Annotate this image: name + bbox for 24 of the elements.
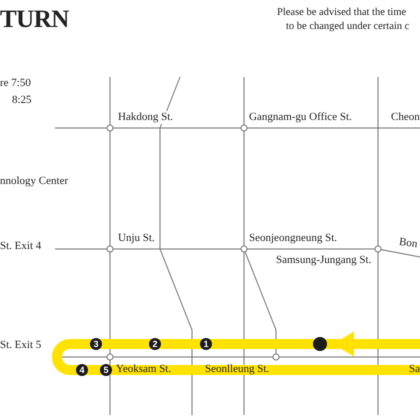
street-label: Sa bbox=[409, 363, 420, 376]
notice-text: Please be advised that the time bbox=[277, 6, 406, 19]
street-label: Hakdong St. bbox=[118, 111, 173, 124]
stop-label: nnology Center bbox=[0, 175, 68, 188]
stop-number: 2 bbox=[149, 338, 161, 350]
stop-dot bbox=[313, 337, 327, 351]
stop-number: 3 bbox=[90, 338, 102, 350]
street-label: Seonjeongneung St. bbox=[249, 232, 337, 245]
street-label: Gangnam-gu Office St. bbox=[249, 111, 352, 124]
schedule-time: re 7:50 bbox=[0, 77, 31, 90]
street-label: Unju St. bbox=[118, 232, 155, 245]
stop-number: 1 bbox=[200, 338, 212, 350]
stop-label: St. Exit 4 bbox=[0, 240, 42, 253]
stop-label: St. Exit 5 bbox=[0, 339, 42, 352]
notice-text: to be changed under certain c bbox=[286, 20, 410, 33]
street-label: Cheon bbox=[391, 111, 420, 124]
street-label: Seonlleung St. bbox=[205, 363, 270, 376]
street-label: Bon bbox=[398, 236, 418, 252]
title: TURN bbox=[0, 6, 69, 34]
street-label: Samsung-Jungang St. bbox=[276, 254, 372, 267]
stop-number: 4 bbox=[76, 364, 88, 376]
schedule-time: 8:25 bbox=[12, 94, 32, 107]
street-label: Yeoksam St. bbox=[116, 363, 172, 376]
stop-number: 5 bbox=[100, 364, 112, 376]
